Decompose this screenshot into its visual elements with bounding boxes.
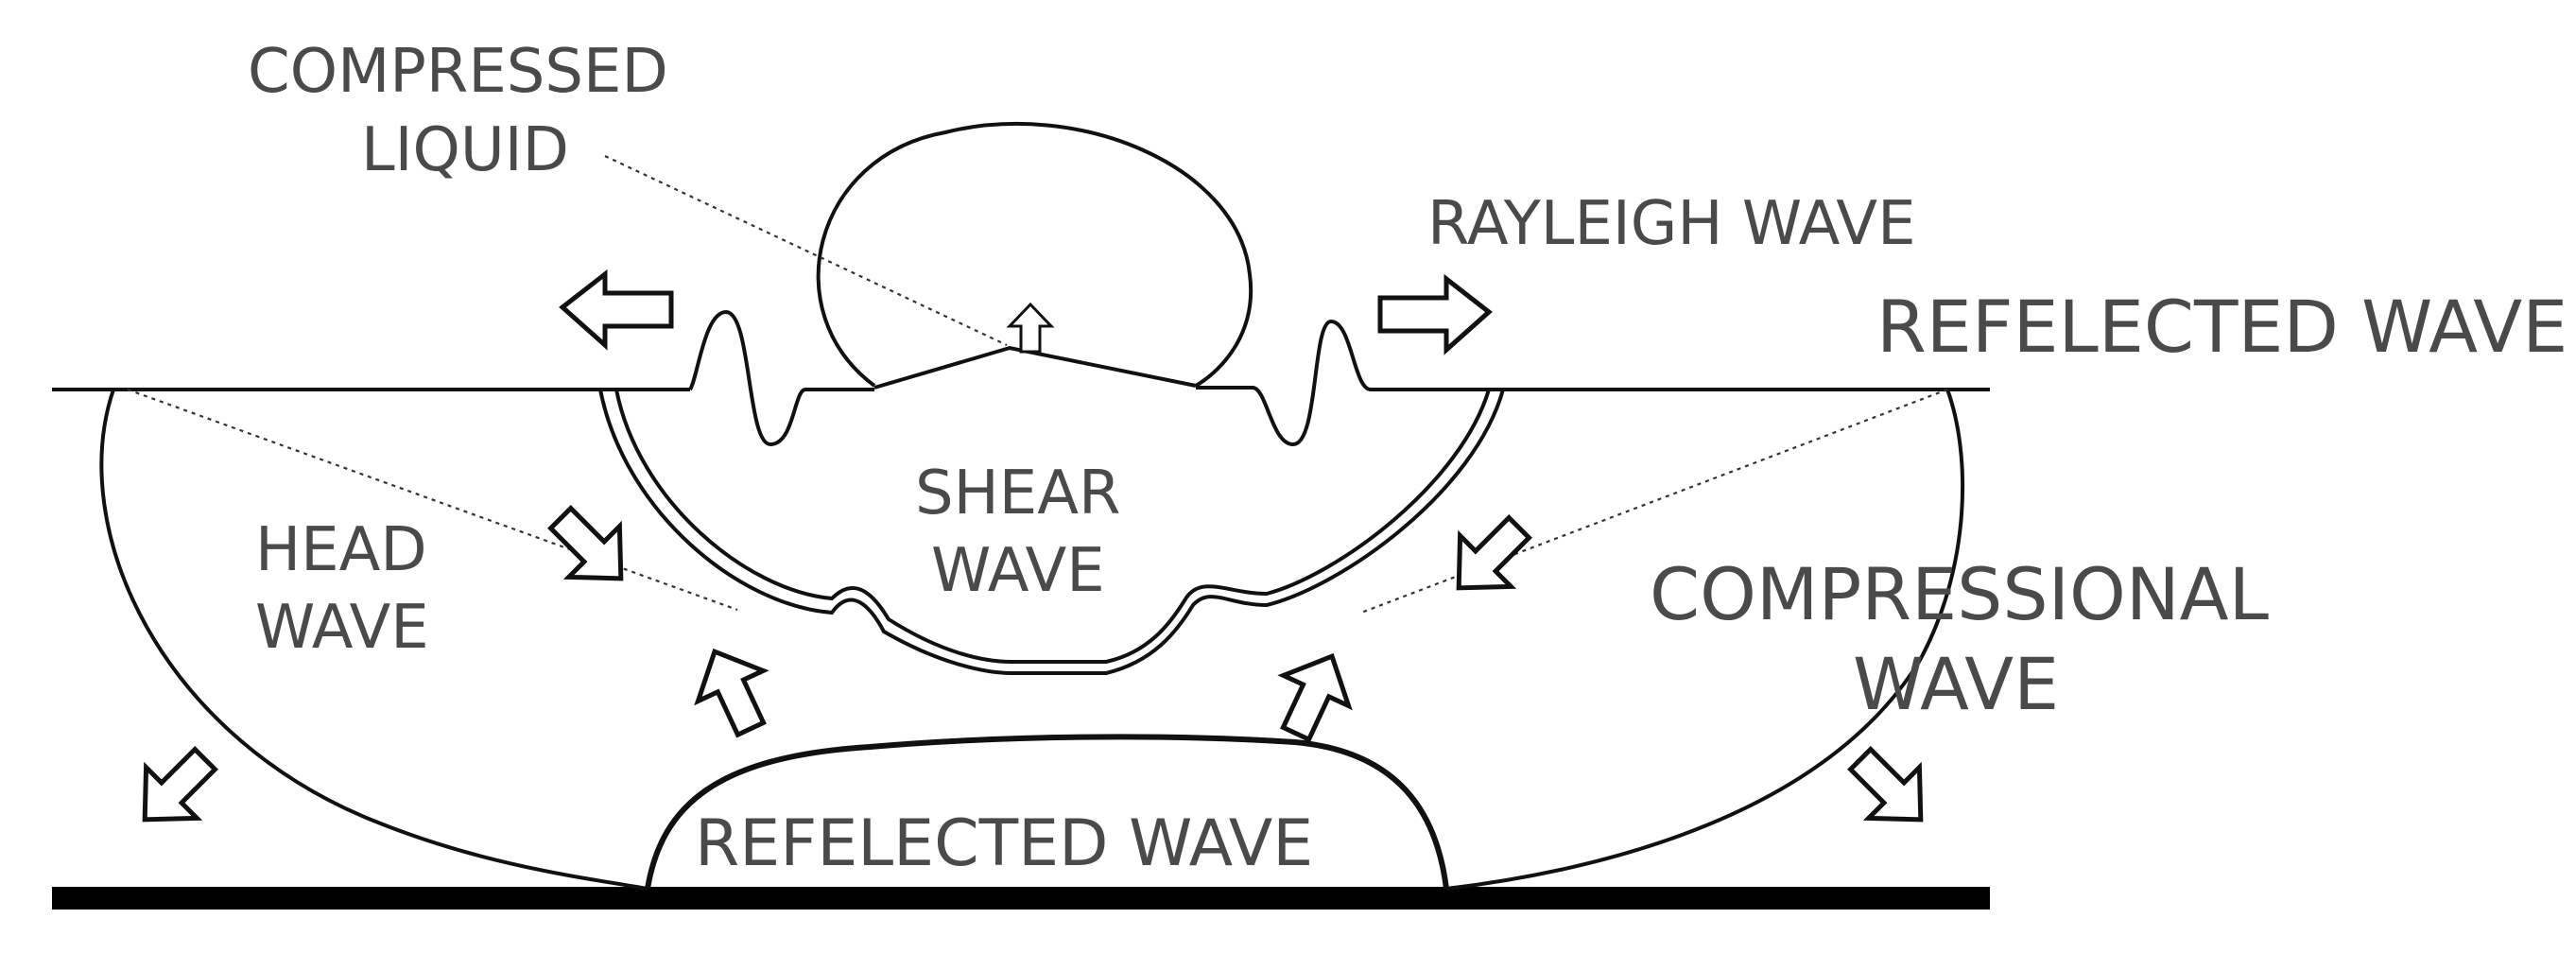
- compressional-wave-front: [99, 389, 1965, 891]
- compressed-liquid-region: [873, 345, 1197, 390]
- arrow-down-right-outer-icon: [1847, 746, 1924, 823]
- rayleigh-ripple-left: [688, 309, 874, 447]
- label-reflected-wave-top: REFELECTED WAVE: [1876, 285, 2567, 369]
- arrow-up-left-reflected-icon: [694, 648, 769, 738]
- label-shear-wave-2: WAVE: [931, 536, 1105, 606]
- label-compressional-wave-2: WAVE: [1853, 642, 2059, 726]
- shear-wave-front-outer: [598, 389, 1505, 675]
- label-compressed-liquid-1: COMPRESSED: [248, 37, 668, 107]
- compressed-liquid-pointer: [604, 155, 1008, 346]
- bottom-substrate: [52, 887, 1990, 910]
- liquid-droplet: [816, 121, 1253, 388]
- shear-wave-front-inner: [614, 389, 1491, 664]
- small-up-arrow-icon: [1006, 302, 1055, 354]
- label-compressional-wave-1: COMPRESSIONAL: [1650, 552, 2269, 636]
- arrow-up-right-reflected-icon: [1277, 652, 1353, 743]
- reflected-wave-bottom-front: [645, 734, 1449, 890]
- label-rayleigh-wave: RAYLEIGH WAVE: [1427, 189, 1916, 259]
- arrow-down-right-shear-icon: [1456, 514, 1532, 591]
- rayleigh-ripple-right: [1196, 319, 1372, 447]
- label-shear-wave-1: SHEAR: [915, 459, 1120, 528]
- label-head-wave-1: HEAD: [255, 515, 427, 585]
- head-wave-ray-left: [127, 388, 738, 612]
- arrow-down-left-shear-icon: [547, 505, 624, 581]
- arrow-left-icon: [559, 269, 674, 351]
- label-head-wave-2: WAVE: [255, 593, 429, 663]
- label-compressed-liquid-2: LIQUID: [361, 115, 569, 185]
- label-reflected-wave-bottom: REFELECTED WAVE: [695, 806, 1313, 881]
- arrow-right-icon: [1377, 273, 1493, 355]
- arrow-down-left-outer-icon: [142, 746, 218, 823]
